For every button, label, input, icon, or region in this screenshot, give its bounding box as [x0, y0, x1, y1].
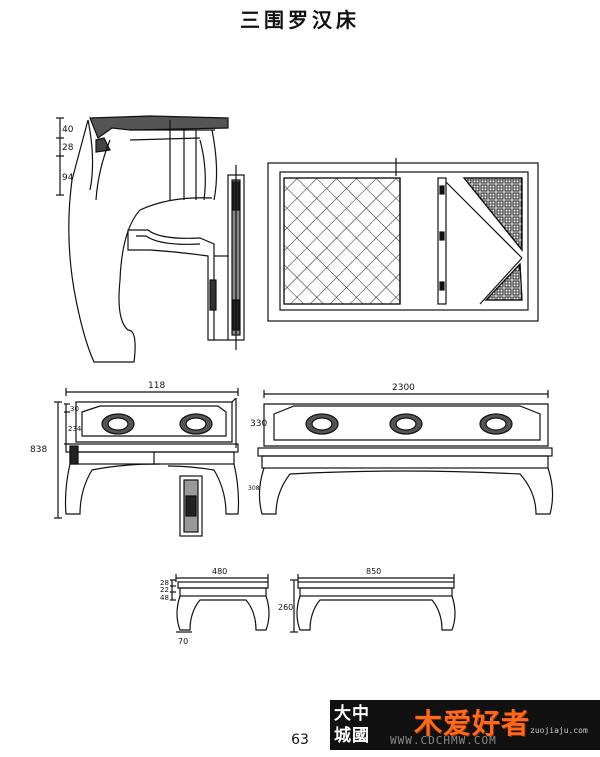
dim-48: 48 [160, 594, 169, 602]
stool-width-dim [175, 574, 269, 582]
side-width-dim [65, 388, 239, 396]
dim-28: 28 [62, 143, 74, 153]
page-title: 三围罗汉床 [240, 8, 360, 32]
dim-28b: 28 [160, 579, 169, 587]
watermark-brand: 木爱好者 [414, 707, 531, 740]
stool-length-dim [297, 574, 455, 582]
stool-side: 480 28 22 48 70 [160, 567, 270, 646]
dim-2300: 2300 [392, 383, 415, 393]
dim-850: 850 [366, 567, 381, 576]
profile-detail: 40 28 94 [56, 115, 245, 363]
dim-234: 234 [68, 425, 82, 433]
stool-left-dims [170, 579, 176, 601]
dim-40: 40 [62, 125, 74, 135]
watermark-left-text: 大中 城國 [334, 704, 370, 746]
stool-height-dim [290, 579, 298, 633]
dim-70: 70 [178, 637, 188, 646]
page-number: 63 [291, 732, 309, 748]
dim-260: 260 [278, 603, 293, 612]
front-elevation: 2300 330 308 [248, 383, 554, 515]
dim-480: 480 [212, 567, 227, 576]
dim-94: 94 [62, 173, 74, 183]
side-height-dim [54, 401, 70, 519]
detail-dimension-ruler [56, 117, 64, 196]
plan-view [267, 158, 539, 322]
dim-118: 118 [148, 381, 165, 391]
watermark-logo: 大中 城國 木爱好者 zuojiaju.com WWW.CDCHMW.COM [330, 700, 600, 750]
dim-30: 30 [70, 405, 79, 413]
front-length-dim [263, 390, 549, 398]
dim-330: 330 [250, 419, 267, 429]
dim-308: 308 [248, 485, 260, 492]
dim-22: 22 [160, 586, 169, 594]
dim-838: 838 [30, 445, 47, 455]
stool-front: 850 260 [278, 567, 456, 633]
watermark-sub: zuojiaju.com [530, 726, 588, 735]
side-elevation: 118 838 30 234 [30, 381, 240, 537]
watermark-url: WWW.CDCHMW.COM [390, 734, 497, 747]
